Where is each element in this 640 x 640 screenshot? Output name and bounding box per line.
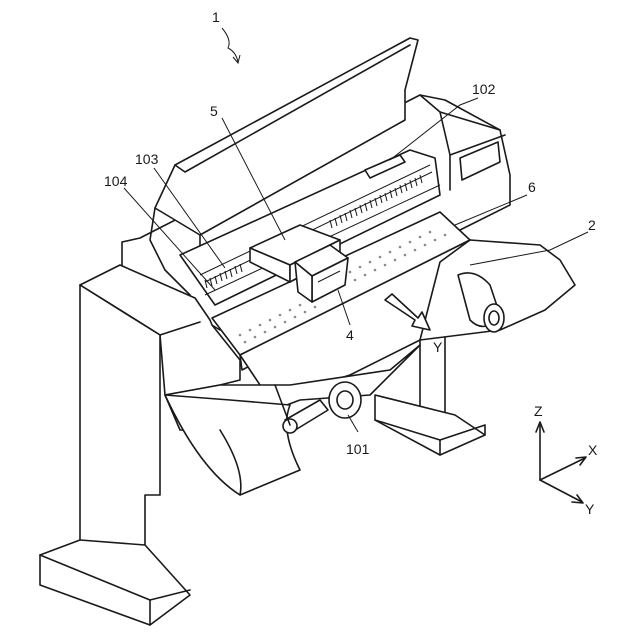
coordinate-axes — [536, 422, 586, 503]
label-feed-y: Y — [433, 339, 443, 355]
label-101: 101 — [346, 441, 370, 457]
axis-x-label: X — [588, 442, 598, 458]
axis-z-label: Z — [534, 403, 543, 419]
label-6: 6 — [528, 179, 536, 195]
label-104: 104 — [104, 173, 128, 189]
label-102: 102 — [472, 81, 496, 97]
label-1: 1 — [212, 9, 220, 25]
lower-medium — [165, 395, 300, 495]
label-4: 4 — [346, 327, 354, 343]
label-2: 2 — [588, 217, 596, 233]
label-103: 103 — [135, 151, 159, 167]
axis-y-label: Y — [585, 501, 595, 517]
label-5: 5 — [210, 103, 218, 119]
